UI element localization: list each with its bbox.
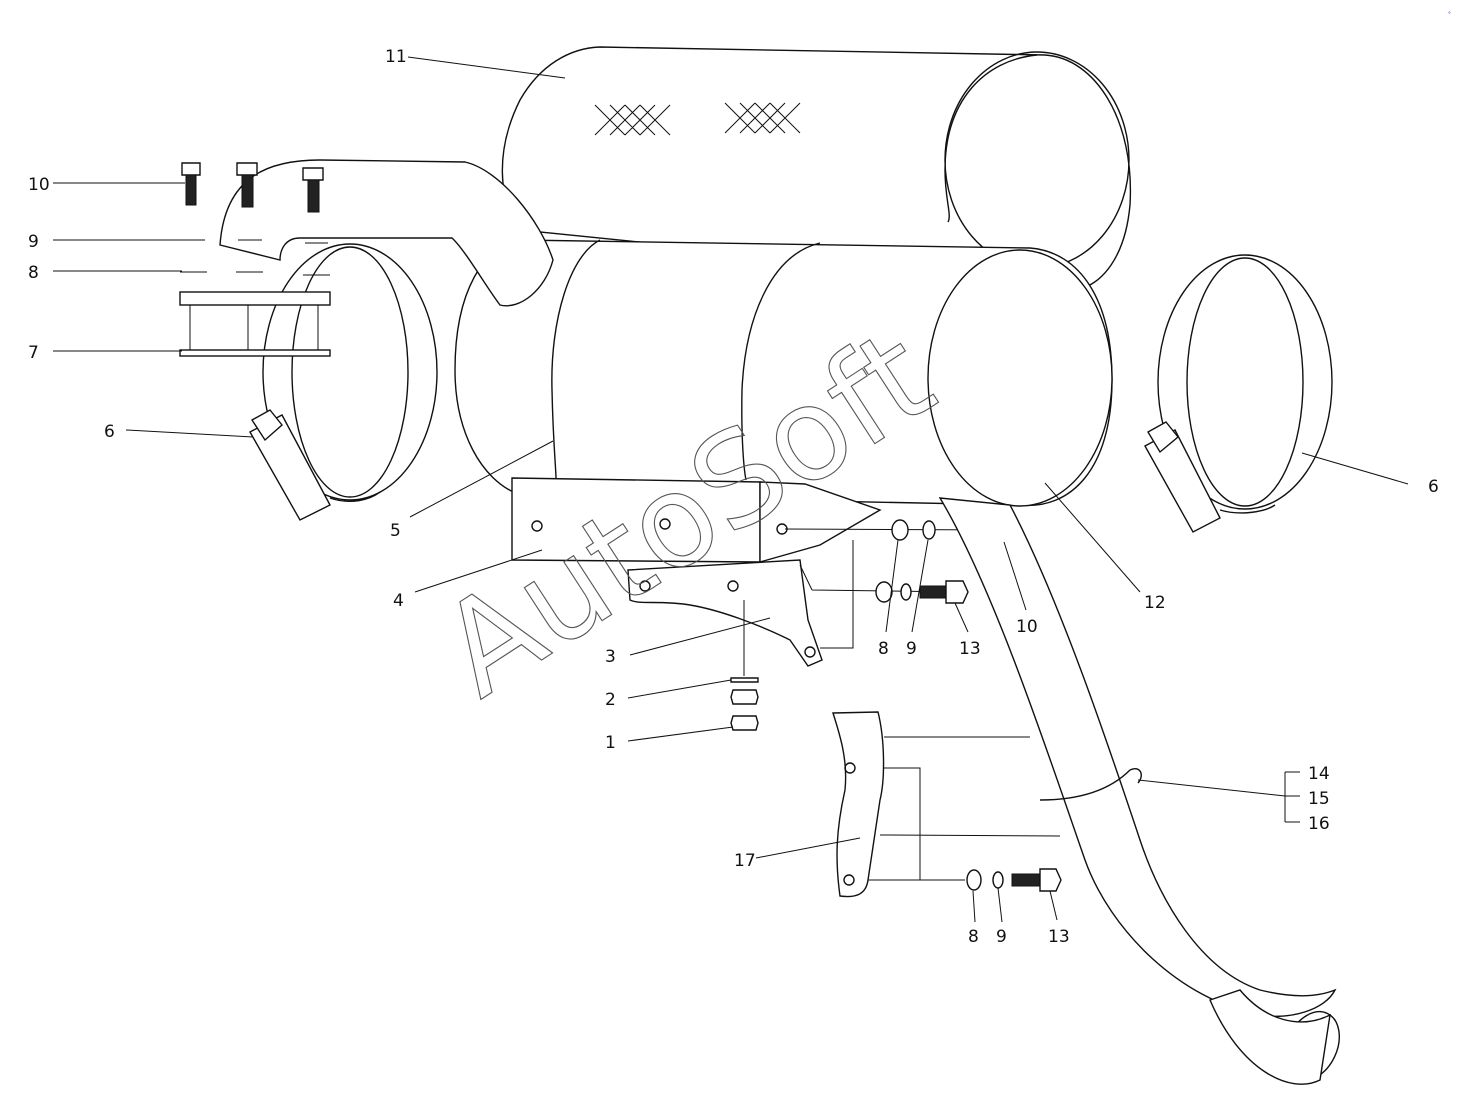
- callout-9-left: 9: [28, 232, 39, 252]
- leader-lines: [53, 56, 1409, 923]
- upper-fasteners: [179, 162, 331, 357]
- callout-11: 11: [385, 47, 407, 67]
- callout-14: 14: [1308, 764, 1330, 784]
- callout-16: 16: [1308, 814, 1330, 834]
- callout-2: 2: [605, 690, 616, 710]
- callout-9-mid: 9: [906, 639, 917, 659]
- inlet-pipe: [219, 159, 554, 307]
- vent-pattern: [594, 102, 801, 136]
- callout-8-mid: 8: [878, 639, 889, 659]
- right-clamp: [1144, 254, 1333, 533]
- callout-6-left: 6: [104, 422, 115, 442]
- bracket: [511, 477, 882, 563]
- callout-7: 7: [28, 343, 39, 363]
- callout-15: 15: [1308, 789, 1330, 809]
- left-clamp: [249, 243, 438, 521]
- callout-10-left: 10: [28, 175, 50, 195]
- lower-nuts: [730, 600, 759, 731]
- callout-17: 17: [734, 851, 756, 871]
- callout-4: 4: [393, 591, 404, 611]
- callout-1: 1: [605, 733, 616, 753]
- support-bracket: [832, 711, 1062, 898]
- callout-labels: 11 10 9 8 7 6 5 4 3 2 1 8 9 13 10 12 6 1…: [28, 47, 1439, 947]
- callout-8-low: 8: [968, 927, 979, 947]
- callout-9-low: 9: [996, 927, 1007, 947]
- lower-muffler: [454, 239, 1113, 507]
- muffler-end-cap: [927, 249, 1113, 507]
- lower-bracket: [627, 559, 823, 667]
- callout-6-right: 6: [1428, 477, 1439, 497]
- callout-13-mid: 13: [959, 639, 981, 659]
- callout-10-right: 10: [1016, 617, 1038, 637]
- corner-mark: °: [1448, 11, 1451, 18]
- callout-5: 5: [390, 521, 401, 541]
- tailpipe: [938, 497, 1340, 1085]
- callout-3: 3: [605, 647, 616, 667]
- callout-12: 12: [1144, 593, 1166, 613]
- callout-13-low: 13: [1048, 927, 1070, 947]
- callout-8-left: 8: [28, 263, 39, 283]
